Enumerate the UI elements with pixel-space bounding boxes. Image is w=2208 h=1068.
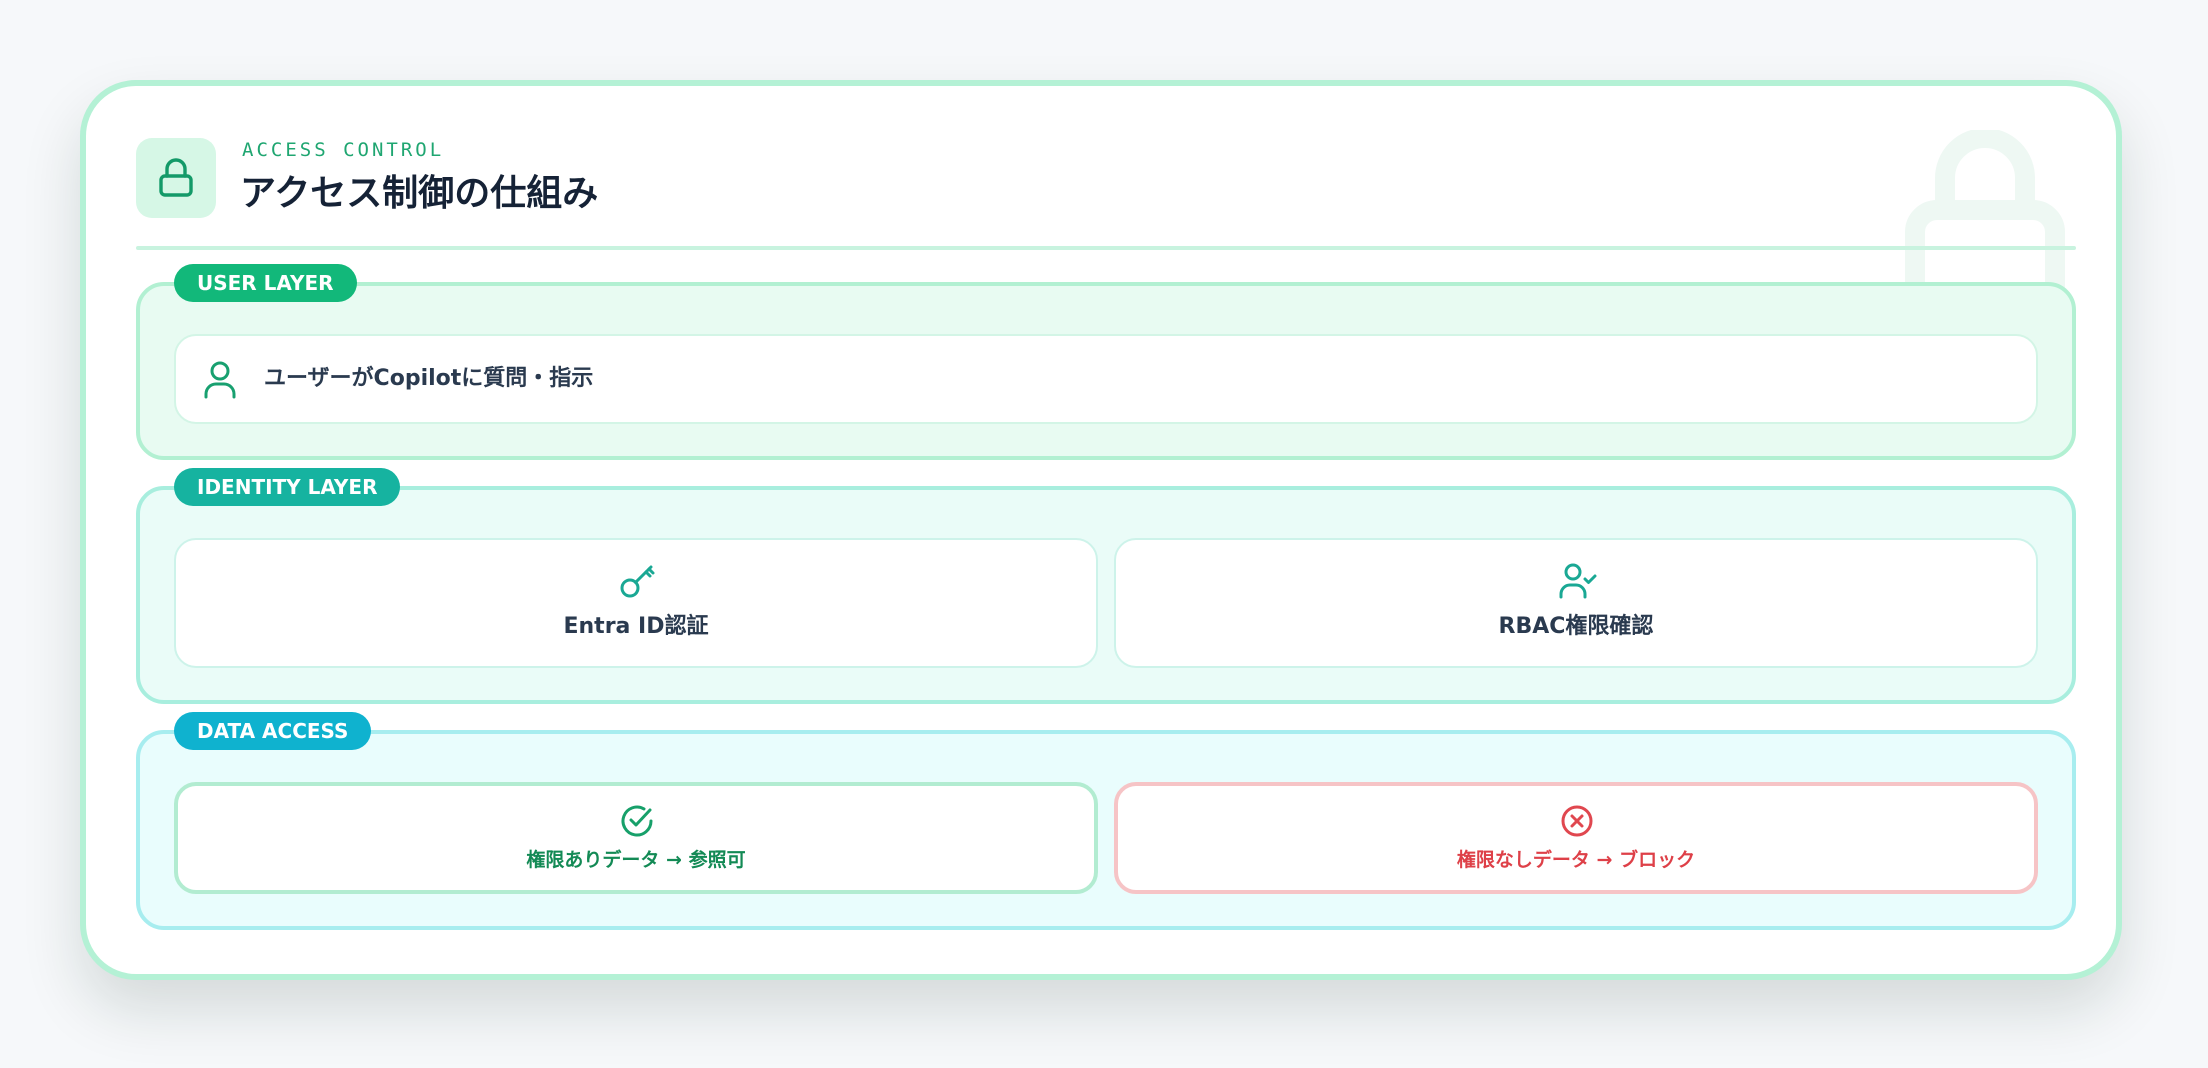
header: ACCESS CONTROL アクセス制御の仕組み (136, 138, 2076, 256)
allowed-data-text: 権限ありデータ → 参照可 (526, 849, 746, 871)
user-layer: USER LAYER ユーザーがCopilotに質問・指示 (136, 264, 2076, 460)
user-action-text: ユーザーがCopilotに質問・指示 (264, 366, 594, 391)
lock-icon (159, 158, 193, 197)
rbac-text: RBAC権限確認 (1498, 614, 1654, 639)
data-access-label: DATA ACCESS (174, 712, 372, 750)
page-title: アクセス制御の仕組み (240, 173, 599, 214)
key-icon (620, 565, 655, 598)
user-action-box: ユーザーがCopilotに質問・指示 (174, 334, 2038, 424)
rbac-box: RBAC権限確認 (1114, 538, 2038, 668)
allowed-data-box: 権限ありデータ → 参照可 (174, 782, 1098, 894)
check-circle-icon (621, 805, 653, 837)
user-icon (204, 361, 236, 399)
blocked-data-text: 権限なしデータ → ブロック (1456, 849, 1696, 871)
entra-id-text: Entra ID認証 (563, 614, 709, 639)
entra-id-box: Entra ID認証 (174, 538, 1098, 668)
lock-icon-tile (136, 138, 216, 218)
section-eyebrow: ACCESS CONTROL (242, 139, 445, 161)
user-layer-label: USER LAYER (174, 264, 357, 302)
identity-layer-label: IDENTITY LAYER (174, 468, 401, 506)
blocked-data-box: 権限なしデータ → ブロック (1114, 782, 2038, 894)
data-access-layer: DATA ACCESS 権限ありデータ → 参照可 権限なしデータ → ブロック (136, 712, 2076, 930)
header-divider (136, 246, 2076, 250)
access-control-card: ACCESS CONTROL アクセス制御の仕組み USER LAYER ユーザ… (80, 80, 2122, 980)
user-check-icon (1559, 563, 1597, 599)
lock-watermark-icon (1905, 130, 2065, 300)
x-circle-icon (1561, 805, 1593, 837)
identity-layer: IDENTITY LAYER Entra ID認証 RBAC権限確認 (136, 468, 2076, 704)
